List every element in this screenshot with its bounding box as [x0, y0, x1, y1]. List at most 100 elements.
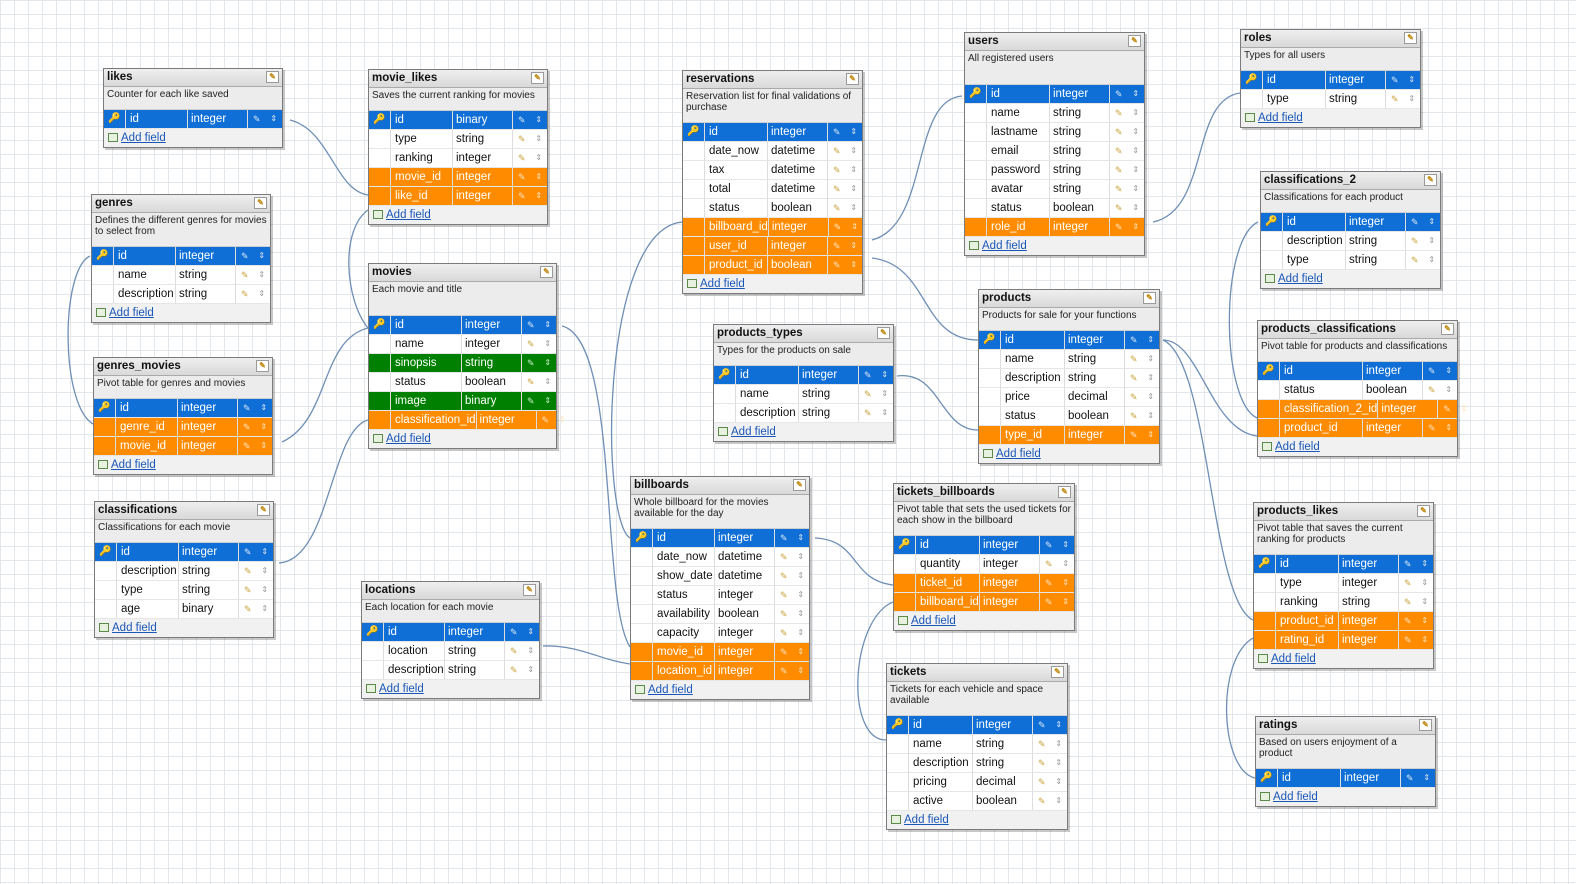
add-field-link[interactable]: Add field	[1275, 441, 1320, 453]
add-field-link[interactable]: Add field	[112, 622, 157, 634]
pencil-icon[interactable]: ✎	[240, 289, 249, 299]
updown-arrow-icon[interactable]: ⇕	[527, 665, 535, 674]
pencil-icon[interactable]: ✎	[779, 628, 788, 638]
table-products[interactable]: products✎Products for sale for your func…	[978, 289, 1160, 464]
updown-arrow-icon[interactable]: ⇕	[535, 134, 543, 143]
updown-arrow-icon[interactable]: ⇕	[1147, 354, 1155, 363]
add-field-link[interactable]: Add field	[996, 448, 1041, 460]
table-header[interactable]: classifications✎	[95, 502, 273, 520]
table-header[interactable]: products_classifications✎	[1258, 321, 1457, 339]
pencil-icon[interactable]: ✎	[863, 408, 872, 418]
table-header[interactable]: reservations✎	[683, 71, 862, 89]
updown-arrow-icon[interactable]: ⇕	[1408, 75, 1416, 84]
pencil-icon[interactable]: ✎	[517, 172, 526, 182]
pencil-icon[interactable]: ✎	[243, 547, 252, 557]
add-field-link[interactable]: Add field	[1271, 653, 1316, 665]
add-field-link[interactable]: Add field	[911, 615, 956, 627]
table-ratings[interactable]: ratings✎Based on users enjoyment of a pr…	[1255, 716, 1436, 807]
updown-arrow-icon[interactable]: ⇕	[258, 251, 266, 260]
updown-arrow-icon[interactable]: ⇕	[261, 585, 269, 594]
add-field-link[interactable]: Add field	[111, 459, 156, 471]
pencil-icon[interactable]: ✎	[1129, 430, 1138, 440]
table-header[interactable]: locations✎	[362, 582, 539, 600]
table-header[interactable]: likes✎	[104, 69, 282, 87]
pencil-icon[interactable]: ✎	[1044, 540, 1053, 550]
pencil-icon[interactable]: ✎	[1129, 392, 1138, 402]
pencil-icon[interactable]: ✎	[863, 389, 872, 399]
pencil-icon[interactable]: ✎	[779, 552, 788, 562]
table-tickets-billboards[interactable]: tickets_billboards✎Pivot table that sets…	[893, 483, 1075, 631]
pencil-icon[interactable]: ✎	[1037, 777, 1046, 787]
updown-arrow-icon[interactable]: ⇕	[544, 320, 552, 329]
updown-arrow-icon[interactable]: ⇕	[881, 408, 889, 417]
updown-arrow-icon[interactable]: ⇕	[1428, 255, 1436, 264]
pencil-icon[interactable]: ✎	[1037, 758, 1046, 768]
updown-arrow-icon[interactable]: ⇕	[1147, 335, 1155, 344]
pencil-icon[interactable]: ✎	[509, 646, 518, 656]
add-field-link[interactable]: Add field	[121, 132, 166, 144]
pencil-icon[interactable]: ✎	[1405, 773, 1414, 783]
updown-arrow-icon[interactable]: ⇕	[797, 628, 805, 637]
updown-arrow-icon[interactable]: ⇕	[797, 571, 805, 580]
pencil-icon[interactable]: ✎	[779, 666, 788, 676]
updown-arrow-icon[interactable]: ⇕	[850, 127, 858, 136]
table-header[interactable]: classifications_2✎	[1261, 172, 1440, 190]
add-field-link[interactable]: Add field	[1278, 273, 1323, 285]
add-field-link[interactable]: Add field	[386, 433, 431, 445]
updown-arrow-icon[interactable]: ⇕	[1132, 127, 1140, 136]
pencil-icon[interactable]: ✎	[1410, 217, 1419, 227]
pencil-icon[interactable]: ✎	[1403, 578, 1412, 588]
updown-arrow-icon[interactable]: ⇕	[261, 604, 269, 613]
updown-arrow-icon[interactable]: ⇕	[544, 377, 552, 386]
pencil-icon[interactable]: ✎	[832, 146, 841, 156]
table-products-classifications[interactable]: products_classifications✎Pivot table for…	[1257, 320, 1467, 457]
updown-arrow-icon[interactable]: ⇕	[850, 146, 858, 155]
pencil-icon[interactable]: ✎	[526, 339, 535, 349]
table-header[interactable]: tickets_billboards✎	[894, 484, 1074, 502]
updown-arrow-icon[interactable]: ⇕	[1062, 597, 1070, 606]
add-field-link[interactable]: Add field	[648, 684, 693, 696]
add-field-link[interactable]: Add field	[109, 307, 154, 319]
table-tickets[interactable]: tickets✎Tickets for each vehicle and spa…	[886, 663, 1068, 830]
table-edit-icon[interactable]: ✎	[256, 360, 269, 372]
updown-arrow-icon[interactable]: ⇕	[1421, 635, 1429, 644]
pencil-icon[interactable]: ✎	[526, 377, 535, 387]
updown-arrow-icon[interactable]: ⇕	[260, 441, 268, 450]
pencil-icon[interactable]: ✎	[832, 241, 841, 251]
updown-arrow-icon[interactable]: ⇕	[797, 533, 805, 542]
updown-arrow-icon[interactable]: ⇕	[1421, 559, 1429, 568]
add-field-link[interactable]: Add field	[379, 683, 424, 695]
pencil-icon[interactable]: ✎	[242, 422, 251, 432]
table-header[interactable]: billboards✎	[631, 477, 809, 495]
pencil-icon[interactable]: ✎	[1403, 616, 1412, 626]
updown-arrow-icon[interactable]: ⇕	[797, 590, 805, 599]
updown-arrow-icon[interactable]: ⇕	[797, 609, 805, 618]
add-field-link[interactable]: Add field	[982, 240, 1027, 252]
pencil-icon[interactable]: ✎	[1044, 578, 1053, 588]
pencil-icon[interactable]: ✎	[1114, 165, 1123, 175]
